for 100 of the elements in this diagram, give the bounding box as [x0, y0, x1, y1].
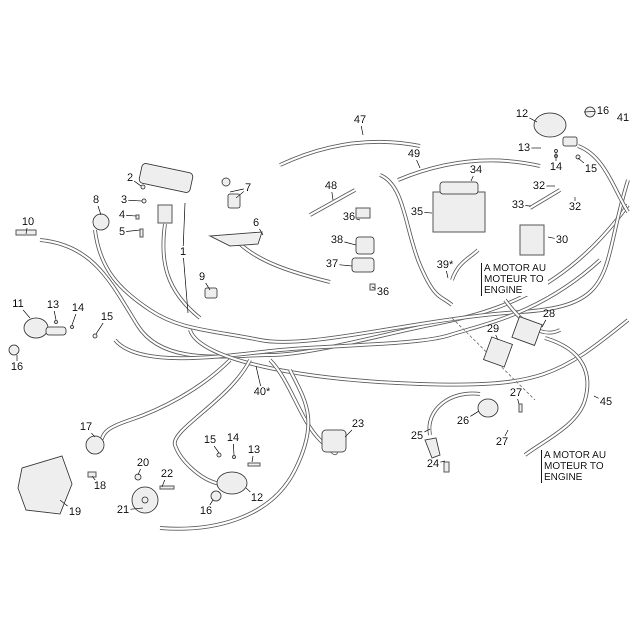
- callout-number: 7: [244, 182, 252, 194]
- callout-number: 16: [10, 361, 24, 373]
- leader-line: [138, 468, 141, 476]
- callout-number: 14: [550, 161, 562, 173]
- callout-number: 24: [426, 458, 440, 470]
- leader-line: [60, 500, 68, 506]
- leader-line: [259, 228, 264, 236]
- callout-number: 15: [584, 163, 598, 175]
- leader-line: [22, 310, 30, 318]
- leader-line: [356, 218, 360, 220]
- callout-number: 36: [342, 211, 356, 223]
- callout-number: 15: [204, 434, 216, 446]
- callout-number: 23: [352, 418, 364, 430]
- callout-number: 39*: [436, 259, 454, 271]
- callout-number: 2: [126, 172, 134, 184]
- leader-line: [344, 242, 356, 246]
- leader-line: [529, 118, 538, 122]
- callout-number: 34: [470, 164, 482, 176]
- leader-line: [517, 398, 520, 404]
- leader-line: [98, 206, 102, 216]
- leader-line: [594, 396, 599, 399]
- leader-line: [54, 310, 56, 320]
- callout-number: 30: [556, 234, 568, 246]
- leader-line: [92, 476, 96, 480]
- callout-number: 20: [136, 457, 150, 469]
- leader-line: [344, 430, 352, 438]
- callout-number: 36: [376, 286, 390, 298]
- callout-number: 16: [596, 105, 610, 117]
- leader-line: [372, 286, 376, 290]
- leader-line: [584, 111, 596, 112]
- callout-number: 49: [408, 148, 420, 160]
- callout-number: 48: [324, 180, 338, 192]
- leader-line: [578, 158, 584, 164]
- leader-line: [252, 456, 254, 462]
- callout-number: 28: [542, 308, 556, 320]
- leader-line: [470, 176, 474, 182]
- callout-number: 5: [118, 226, 126, 238]
- leader-line: [470, 410, 480, 417]
- leader-line: [182, 202, 186, 246]
- leader-line: [339, 264, 352, 266]
- leader-line: [424, 428, 430, 432]
- callout-number: 16: [200, 505, 212, 517]
- leader-line: [360, 126, 364, 136]
- leader-line: [331, 192, 334, 200]
- leader-line: [91, 432, 96, 438]
- callout-number: 9: [198, 271, 206, 283]
- callout-number: 6: [252, 217, 260, 229]
- callout-number: 33: [512, 199, 524, 211]
- leader-line: [446, 270, 448, 278]
- leader-line: [246, 488, 251, 492]
- leader-line: [162, 480, 166, 488]
- leader-line: [548, 236, 555, 239]
- leader-line: [440, 460, 446, 463]
- callout-number: 15: [100, 311, 114, 323]
- leader-line: [424, 212, 432, 214]
- callout-number: 13: [518, 142, 530, 154]
- leader-line: [72, 314, 76, 326]
- callout-number: 37: [326, 258, 338, 270]
- callout-number: 26: [456, 415, 470, 427]
- callout-number: 19: [68, 506, 82, 518]
- callout-number: 18: [94, 480, 106, 492]
- callout-number: 13: [248, 444, 260, 456]
- callout-number: 10: [22, 216, 34, 228]
- callout-number: 11: [12, 298, 24, 310]
- leader-line: [209, 500, 214, 506]
- leader-line: [16, 354, 18, 362]
- leader-line: [134, 180, 142, 186]
- callout-number: 38: [330, 234, 344, 246]
- leader-line: [416, 160, 420, 168]
- leader-line: [214, 446, 220, 454]
- callout-number: 47: [354, 114, 366, 126]
- callout-number: 4: [118, 209, 126, 221]
- leader-line: [205, 282, 210, 290]
- callout-number: 29: [486, 323, 500, 335]
- callout-number: 21: [116, 504, 130, 516]
- callout-number: 12: [250, 492, 264, 504]
- callout-number: 13: [46, 299, 60, 311]
- leader-line: [126, 214, 136, 216]
- leader-line: [96, 322, 104, 334]
- leader-line: [126, 230, 140, 232]
- note-text: A MOTOR AU MOTEUR TO ENGINE: [481, 263, 548, 296]
- callout-number: 35: [410, 206, 424, 218]
- leader-line: [504, 430, 508, 436]
- callout-number: 27: [496, 436, 508, 448]
- callout-number: 12: [516, 108, 528, 120]
- callout-number: 40*: [254, 386, 270, 398]
- leader-line: [256, 366, 262, 386]
- callout-number: 22: [160, 468, 174, 480]
- callout-number: 8: [92, 194, 100, 206]
- leader-line: [525, 205, 532, 206]
- leader-line: [130, 508, 144, 510]
- callout-number: 45: [600, 396, 612, 408]
- callout-number: 32: [532, 180, 546, 192]
- leader-line: [183, 258, 188, 314]
- leader-line: [542, 320, 546, 328]
- leader-line: [236, 191, 244, 198]
- leader-line: [232, 444, 234, 456]
- callout-number: 41: [616, 112, 630, 124]
- callout-number: 17: [80, 421, 92, 433]
- leader-line: [230, 188, 244, 192]
